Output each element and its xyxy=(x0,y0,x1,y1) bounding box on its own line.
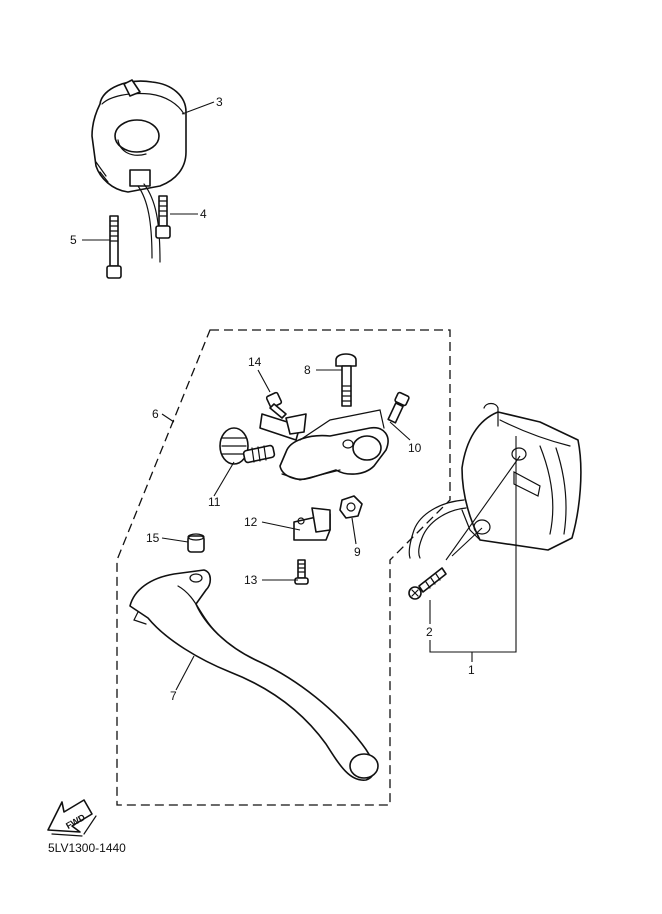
lever-part-7 xyxy=(129,569,379,781)
callout-5: 5 xyxy=(70,233,77,247)
switch-housing-part-3 xyxy=(91,79,187,263)
adjuster-part-11 xyxy=(219,427,276,465)
nut-part-9 xyxy=(339,495,363,519)
callout-9: 9 xyxy=(354,545,361,559)
assembly-boundary-6 xyxy=(116,329,451,806)
callout-7: 7 xyxy=(170,689,177,703)
fwd-arrow-icon: FWD xyxy=(47,799,97,837)
callout-12: 12 xyxy=(244,515,258,529)
part-12 xyxy=(293,507,331,541)
callout-8: 8 xyxy=(304,363,311,377)
callout-11: 11 xyxy=(208,495,221,509)
leader-lines xyxy=(82,101,521,691)
screw-part-2 xyxy=(408,567,447,600)
callout-2: 2 xyxy=(426,625,433,639)
lever-holder-bracket xyxy=(259,409,389,481)
screw-part-4 xyxy=(155,195,171,239)
callout-6: 6 xyxy=(152,407,159,421)
collar-part-15 xyxy=(187,533,205,553)
callout-4: 4 xyxy=(200,207,207,221)
callout-13: 13 xyxy=(244,573,258,587)
callout-15: 15 xyxy=(146,531,160,545)
callout-14: 14 xyxy=(248,355,262,369)
screw-part-10 xyxy=(387,391,410,424)
screw-part-13 xyxy=(294,559,309,585)
screw-part-5 xyxy=(106,215,122,279)
callout-1: 1 xyxy=(468,663,475,677)
bolt-part-8 xyxy=(335,353,357,407)
callout-10: 10 xyxy=(408,441,422,455)
drawing-code: 5LV1300-1440 xyxy=(48,841,126,855)
switch-assembly-part-1 xyxy=(408,402,582,559)
bolt-part-14 xyxy=(265,391,287,419)
callout-3: 3 xyxy=(216,95,223,109)
